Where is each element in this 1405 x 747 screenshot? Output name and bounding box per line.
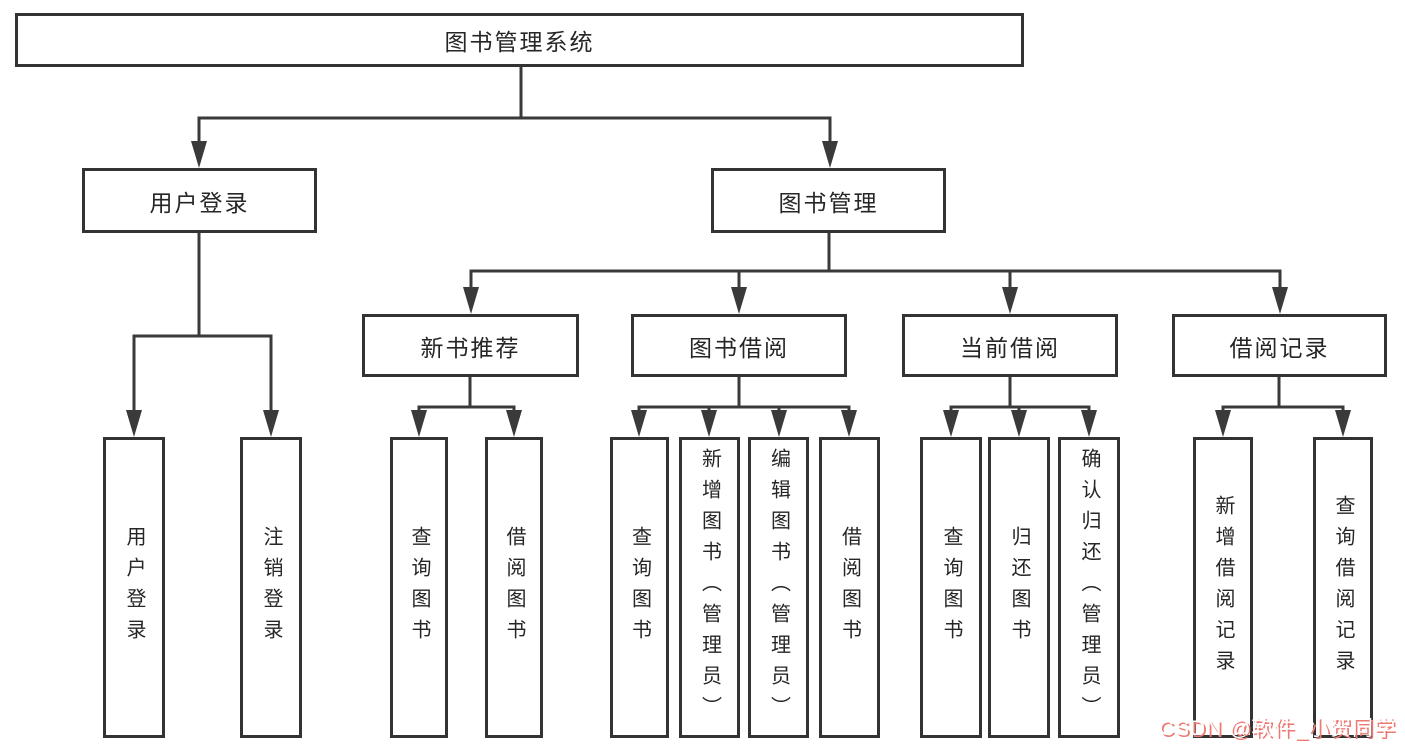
node-root: 图书管理系统 [15, 13, 1024, 67]
leaf-bb-edit-books: 编辑图书（管理员） [748, 437, 809, 738]
leaf-bb-borrow-books: 借阅图书 [819, 437, 880, 738]
leaf-bb-query-books: 查询图书 [610, 437, 669, 738]
leaf-cb-query-books: 查询图书 [920, 437, 982, 738]
leaf-bb-borrow-books-label: 借阅图书 [838, 525, 861, 650]
leaf-cb-confirm-return-label: 确认归还（管理员） [1078, 448, 1100, 727]
leaf-br-add-record-label: 新增借阅记录 [1212, 494, 1234, 681]
leaf-logout: 注销登录 [240, 437, 302, 738]
csdn-watermark-white: CSDN @软件_小贺同学 [1158, 716, 1396, 740]
leaf-nb-borrow-books-label: 借阅图书 [503, 525, 525, 650]
leaf-cb-return-books-label: 归还图书 [1008, 525, 1030, 650]
node-new-book-recommend: 新书推荐 [362, 314, 579, 377]
node-current-borrow: 当前借阅 [902, 314, 1118, 377]
csdn-watermark: CSDN @软件_小贺同学 CSDN @软件_小贺同学 [1158, 716, 1398, 743]
node-book-borrow: 图书借阅 [631, 314, 847, 377]
leaf-logout-label: 注销登录 [260, 525, 282, 650]
leaf-user-login-label: 用户登录 [123, 525, 145, 650]
leaf-cb-query-books-label: 查询图书 [940, 525, 962, 650]
leaf-cb-confirm-return: 确认归还（管理员） [1058, 437, 1120, 738]
leaf-cb-return-books: 归还图书 [988, 437, 1050, 738]
leaf-bb-add-books-label: 新增图书（管理员） [698, 448, 721, 727]
leaf-nb-borrow-books: 借阅图书 [485, 437, 543, 738]
leaf-br-add-record: 新增借阅记录 [1193, 437, 1253, 738]
node-borrow-records: 借阅记录 [1172, 314, 1387, 377]
leaf-br-query-record-label: 查询借阅记录 [1332, 494, 1354, 681]
node-book-management: 图书管理 [711, 168, 946, 233]
node-user-login: 用户登录 [82, 168, 317, 233]
leaf-bb-edit-books-label: 编辑图书（管理员） [767, 448, 790, 727]
leaf-nb-query-books-label: 查询图书 [408, 525, 430, 650]
leaf-br-query-record: 查询借阅记录 [1313, 437, 1373, 738]
leaf-user-login: 用户登录 [103, 437, 165, 738]
leaf-bb-query-books-label: 查询图书 [628, 525, 651, 650]
leaf-nb-query-books: 查询图书 [390, 437, 448, 738]
csdn-watermark-red: CSDN @软件_小贺同学 [1160, 718, 1398, 742]
leaf-bb-add-books: 新增图书（管理员） [679, 437, 740, 738]
